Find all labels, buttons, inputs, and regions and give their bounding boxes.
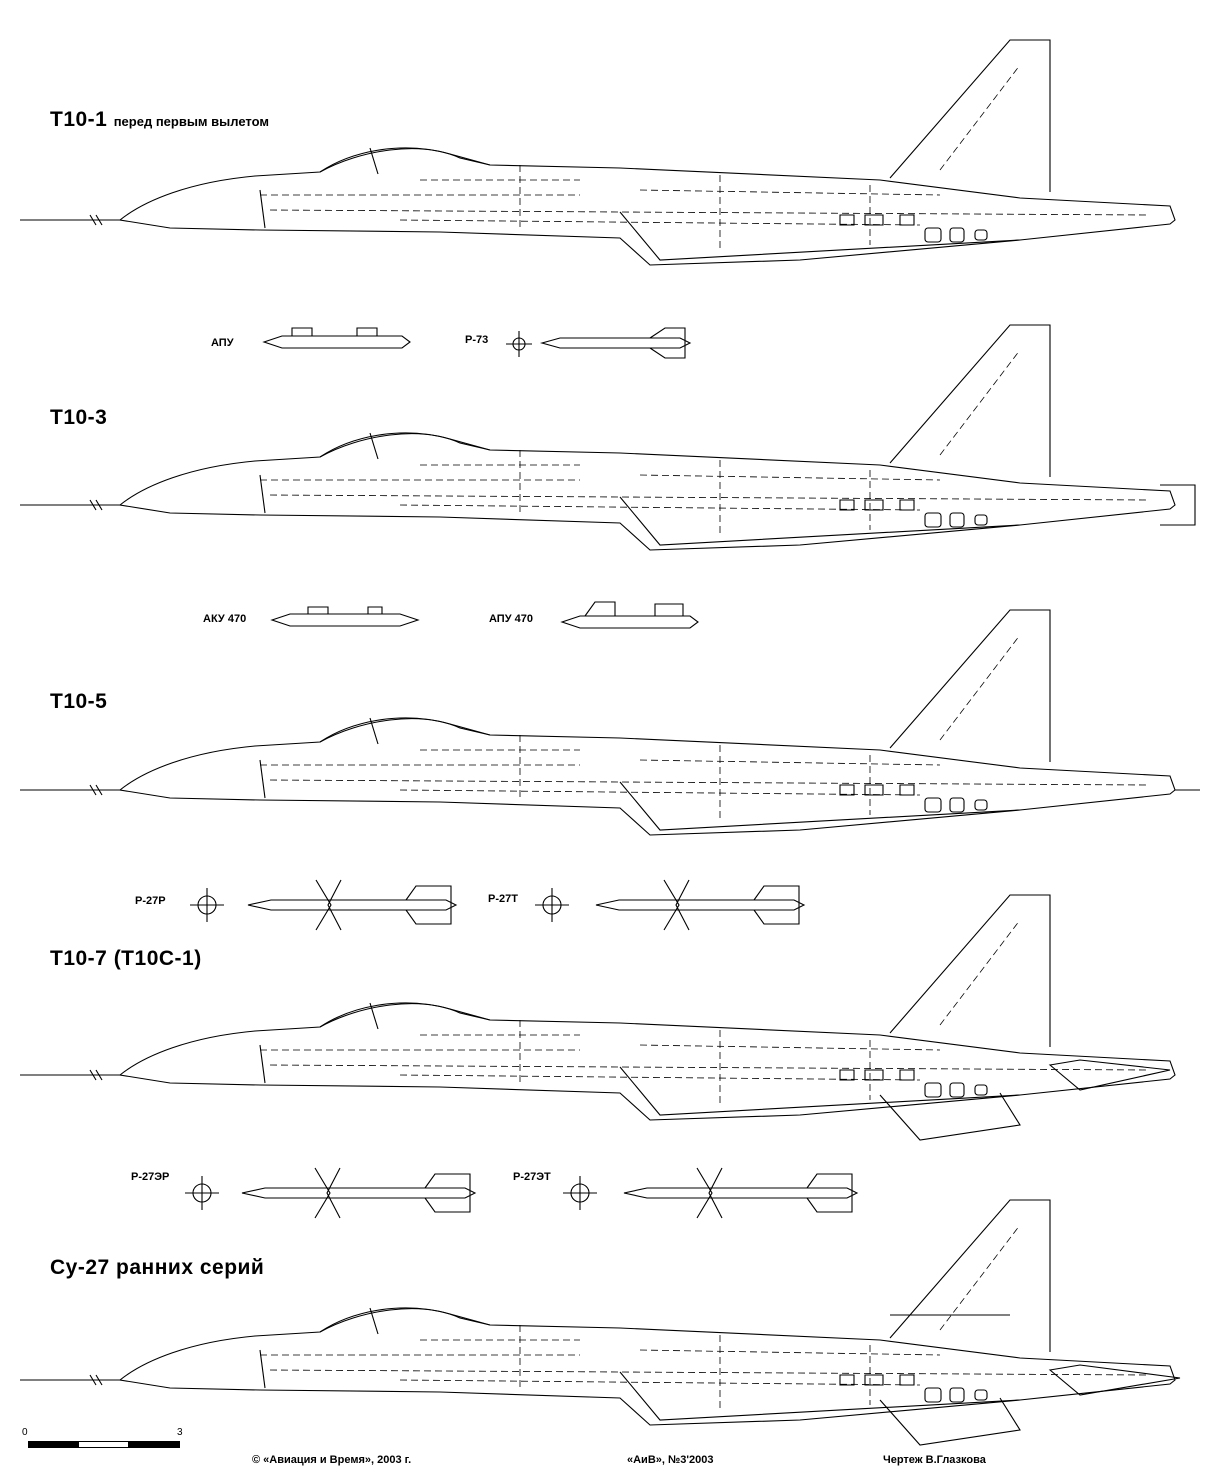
aircraft-t10-5 — [19, 609, 1200, 836]
store-r27r — [246, 878, 461, 932]
store-r27er-front — [185, 1176, 219, 1210]
label-r73: Р-73 — [465, 334, 489, 346]
label-aku470: АКУ 470 — [203, 613, 247, 625]
store-apu — [262, 324, 412, 356]
store-r27t-front — [535, 888, 569, 922]
title-t10-5: Т10-5 — [50, 690, 108, 713]
store-r27t — [594, 878, 809, 932]
store-r27er — [240, 1166, 480, 1220]
footer-author: Чертеж В.Глазкова — [883, 1454, 986, 1466]
aircraft-su27 — [19, 1199, 1200, 1450]
scale-start-label: 0 — [22, 1427, 28, 1438]
label-apu470: АПУ 470 — [489, 613, 533, 625]
label-r27er: Р-27ЭР — [131, 1171, 170, 1183]
store-aku470 — [270, 602, 420, 632]
store-apu470 — [560, 598, 700, 634]
title-t10-1: Т10-1 перед первым вылетом — [50, 108, 269, 132]
label-r27t: Р-27Т — [488, 893, 518, 905]
footer-copyright: © «Авиация и Время», 2003 г. — [252, 1454, 412, 1466]
store-r73 — [540, 326, 705, 360]
store-r27et-front — [563, 1176, 597, 1210]
label-r27r: Р-27Р — [135, 895, 166, 907]
title-su27: Су-27 ранних серий — [50, 1256, 265, 1279]
store-r73-front — [506, 331, 532, 357]
t10-1-subtitle: перед первым вылетом — [113, 114, 269, 129]
aircraft-t10-1 — [19, 39, 1176, 266]
label-r27et: Р-27ЭТ — [513, 1171, 551, 1183]
label-apu: АПУ — [211, 337, 234, 349]
t10-1-name: Т10-1 — [50, 108, 108, 131]
scale-end-label: 3 — [177, 1427, 183, 1438]
store-r27r-front — [190, 888, 224, 922]
scale-bar — [28, 1441, 180, 1448]
aircraft-t10-7 — [19, 894, 1176, 1145]
title-t10-3: Т10-3 — [50, 406, 108, 429]
aircraft-t10-3 — [19, 324, 1200, 551]
title-t10-7: Т10-7 (Т10С-1) — [50, 947, 202, 970]
footer-issue: «АиВ», №3'2003 — [627, 1454, 714, 1466]
store-r27et — [622, 1166, 862, 1220]
